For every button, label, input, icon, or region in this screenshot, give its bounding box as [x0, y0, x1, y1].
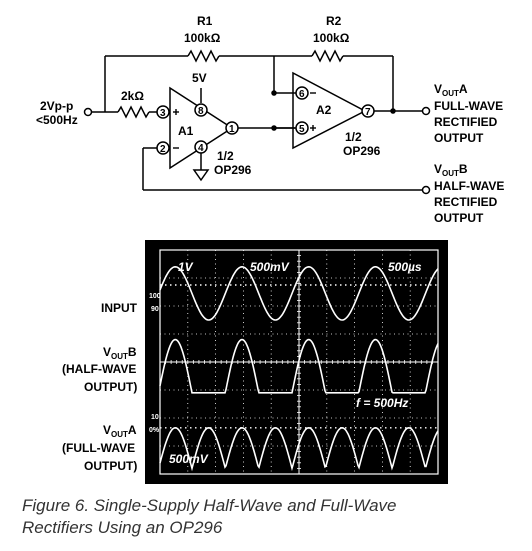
figure-caption: Figure 6. Single-Supply Half-Wave and Fu… [22, 495, 522, 539]
pin-4: 4 [198, 143, 204, 154]
svg-text:(FULL-WAVE: (FULL-WAVE [62, 441, 135, 455]
input-trace-label: INPUT [101, 301, 138, 315]
a2-label: A2 [316, 103, 332, 117]
svg-text:OUTPUT: OUTPUT [434, 211, 484, 225]
input-trace [159, 265, 439, 321]
r1-value: 100kΩ [184, 31, 221, 45]
caption-line-2: Rectifiers Using an OP296 [22, 518, 223, 537]
vouta-label: VOUTA FULL-WAVE RECTIFIED OUTPUT [434, 82, 503, 145]
a2-half: 1/2 [345, 130, 362, 144]
r1-name: R1 [197, 14, 213, 28]
a2-part: OP296 [343, 144, 381, 158]
svg-text:RECTIFIED: RECTIFIED [434, 115, 498, 129]
voutb-trace [159, 338, 439, 394]
scope-ch1-scale: 1V [178, 260, 194, 274]
r1-resistor [187, 49, 220, 63]
svg-text:OUTPUT): OUTPUT) [84, 380, 137, 394]
svg-text:RECTIFIED: RECTIFIED [434, 195, 498, 209]
svg-text:VOUTB: VOUTB [434, 162, 468, 178]
circuit-schematic [83, 49, 431, 195]
pin-5: 5 [299, 124, 305, 135]
svg-text:OUTPUT): OUTPUT) [84, 459, 137, 473]
pin-6: 6 [299, 89, 305, 100]
svg-text:HALF-WAVE: HALF-WAVE [434, 179, 504, 193]
input-terminal [83, 107, 93, 117]
r2-resistor [311, 49, 344, 63]
r2-value: 100kΩ [313, 31, 350, 45]
pin-3: 3 [160, 108, 166, 119]
pin-8: 8 [198, 106, 204, 117]
svg-text:VOUTA: VOUTA [103, 423, 137, 439]
a1-label: A1 [178, 124, 194, 138]
r2-name: R2 [326, 14, 342, 28]
scope-ch2-scale: 500mV [250, 260, 290, 274]
input-frequency: <500Hz [36, 113, 78, 127]
svg-text:VOUTA: VOUTA [434, 82, 468, 98]
scope-frequency: f = 500Hz [356, 396, 408, 410]
scope-timebase: 500µs [388, 260, 422, 274]
a1-part: OP296 [214, 163, 252, 177]
a2-opamp [292, 71, 367, 150]
svg-text:OUTPUT: OUTPUT [434, 131, 484, 145]
scope-ref-10: 10 [151, 414, 159, 421]
pin-1: 1 [229, 124, 235, 135]
a1-half: 1/2 [217, 149, 234, 163]
caption-line-1: Figure 6. Single-Supply Half-Wave and Fu… [22, 496, 397, 515]
scope-ref-0: 0% [149, 427, 160, 434]
pin-7: 7 [365, 107, 371, 118]
vouta-terminal [421, 106, 431, 116]
rin-value: 2kΩ [121, 89, 144, 103]
pin-2: 2 [160, 144, 166, 155]
scope-traces [159, 265, 439, 472]
ground-symbol [192, 169, 210, 182]
svg-text:FULL-WAVE: FULL-WAVE [434, 99, 503, 113]
svg-text:VOUTB: VOUTB [103, 345, 137, 361]
voutb-terminal [421, 185, 431, 195]
scope-ch3-scale: 500mV [169, 452, 209, 466]
voutb-label: VOUTB HALF-WAVE RECTIFIED OUTPUT [434, 162, 504, 225]
scope-ref-100: 100 [149, 293, 161, 300]
input-amplitude: 2Vp-p [40, 99, 73, 113]
svg-text:(HALF-WAVE: (HALF-WAVE [62, 362, 136, 376]
supply-label: 5V [192, 71, 207, 85]
scope-ref-90: 90 [151, 306, 159, 313]
vouta-trace-label: VOUTA (FULL-WAVE OUTPUT) [62, 423, 137, 473]
voutb-trace-label: VOUTB (HALF-WAVE OUTPUT) [62, 345, 137, 394]
rin-resistor [117, 105, 150, 119]
vouta-trace [159, 426, 439, 472]
